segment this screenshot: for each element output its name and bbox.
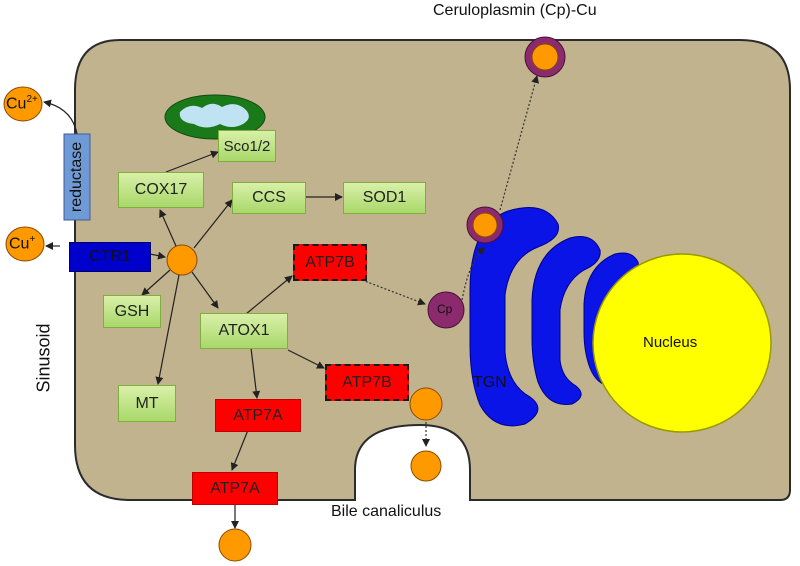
arrow-atp7b-to-cp xyxy=(361,279,426,306)
arrow-copper-to-gsh xyxy=(141,269,171,296)
arrow-copper-to-atox1 xyxy=(191,271,219,309)
cu2-label: Cu2+ xyxy=(6,94,38,113)
arrow-cox17-to-sco xyxy=(165,150,219,173)
gsh-box: GSH xyxy=(103,295,161,328)
nucleus xyxy=(592,253,772,433)
arrow-copper-to-cox17 xyxy=(159,209,177,247)
cytosolic-copper xyxy=(166,244,198,276)
secreted-cp-cu-core xyxy=(531,43,559,71)
arrow-atox1-to-atp7b-mid xyxy=(287,349,325,369)
ccs-box: CCS xyxy=(232,182,306,214)
bile-canaliculus-label: Bile canaliculus xyxy=(331,503,442,520)
atp7b-box-top: ATP7B xyxy=(293,244,367,281)
cu1-text: Cu xyxy=(9,235,30,253)
atp7b-box-mid: ATP7B xyxy=(325,364,409,401)
cu1-charge: + xyxy=(29,234,36,245)
arrow-copper-to-ccs xyxy=(193,199,233,249)
atp7a-box-bottom: ATP7A xyxy=(192,472,278,505)
cp-label: Cp xyxy=(437,302,453,316)
reductase-label: reductase xyxy=(68,141,85,213)
bile-copper-outside xyxy=(410,450,442,482)
arrow-reductase-to-cu2 xyxy=(43,99,78,135)
sco-box: Sco1/2 xyxy=(218,130,276,162)
cox17-box: COX17 xyxy=(118,172,204,208)
arrow-atox1-to-atp7a xyxy=(250,347,261,399)
arrow-atp7a-to-atp7a xyxy=(230,429,249,471)
sod1-box: SOD1 xyxy=(343,182,426,214)
cp-protein xyxy=(427,291,465,329)
sinusoid-label: Sinusoid xyxy=(33,323,54,393)
arrow-copper-to-mt xyxy=(155,274,180,385)
bile-copper-inside xyxy=(409,387,443,421)
cu1-label: Cu+ xyxy=(9,234,35,253)
cp-cu-vesicle-core xyxy=(472,212,498,238)
arrow-vesicle-to-secreted xyxy=(499,75,539,211)
cu2-ion xyxy=(3,86,43,122)
arrow-atox1-to-atp7b-top xyxy=(245,275,293,315)
exported-copper xyxy=(218,528,252,562)
mt-box: MT xyxy=(118,385,176,422)
atox1-box: ATOX1 xyxy=(200,313,288,349)
cu2-text: Cu xyxy=(6,95,27,113)
tgn-label: TGN xyxy=(473,374,507,391)
atp7a-box-top: ATP7A xyxy=(215,399,301,432)
ctr1-transporter: CTR1 xyxy=(69,242,151,272)
nucleus-label: Nucleus xyxy=(643,334,698,351)
ceruloplasmin-title: Ceruloplasmin (Cp)-Cu xyxy=(433,2,597,19)
cu1-ion xyxy=(5,226,45,262)
reductase-bar xyxy=(63,133,91,221)
mitochondrion-inner xyxy=(179,103,249,128)
cu2-charge: 2+ xyxy=(26,94,38,105)
